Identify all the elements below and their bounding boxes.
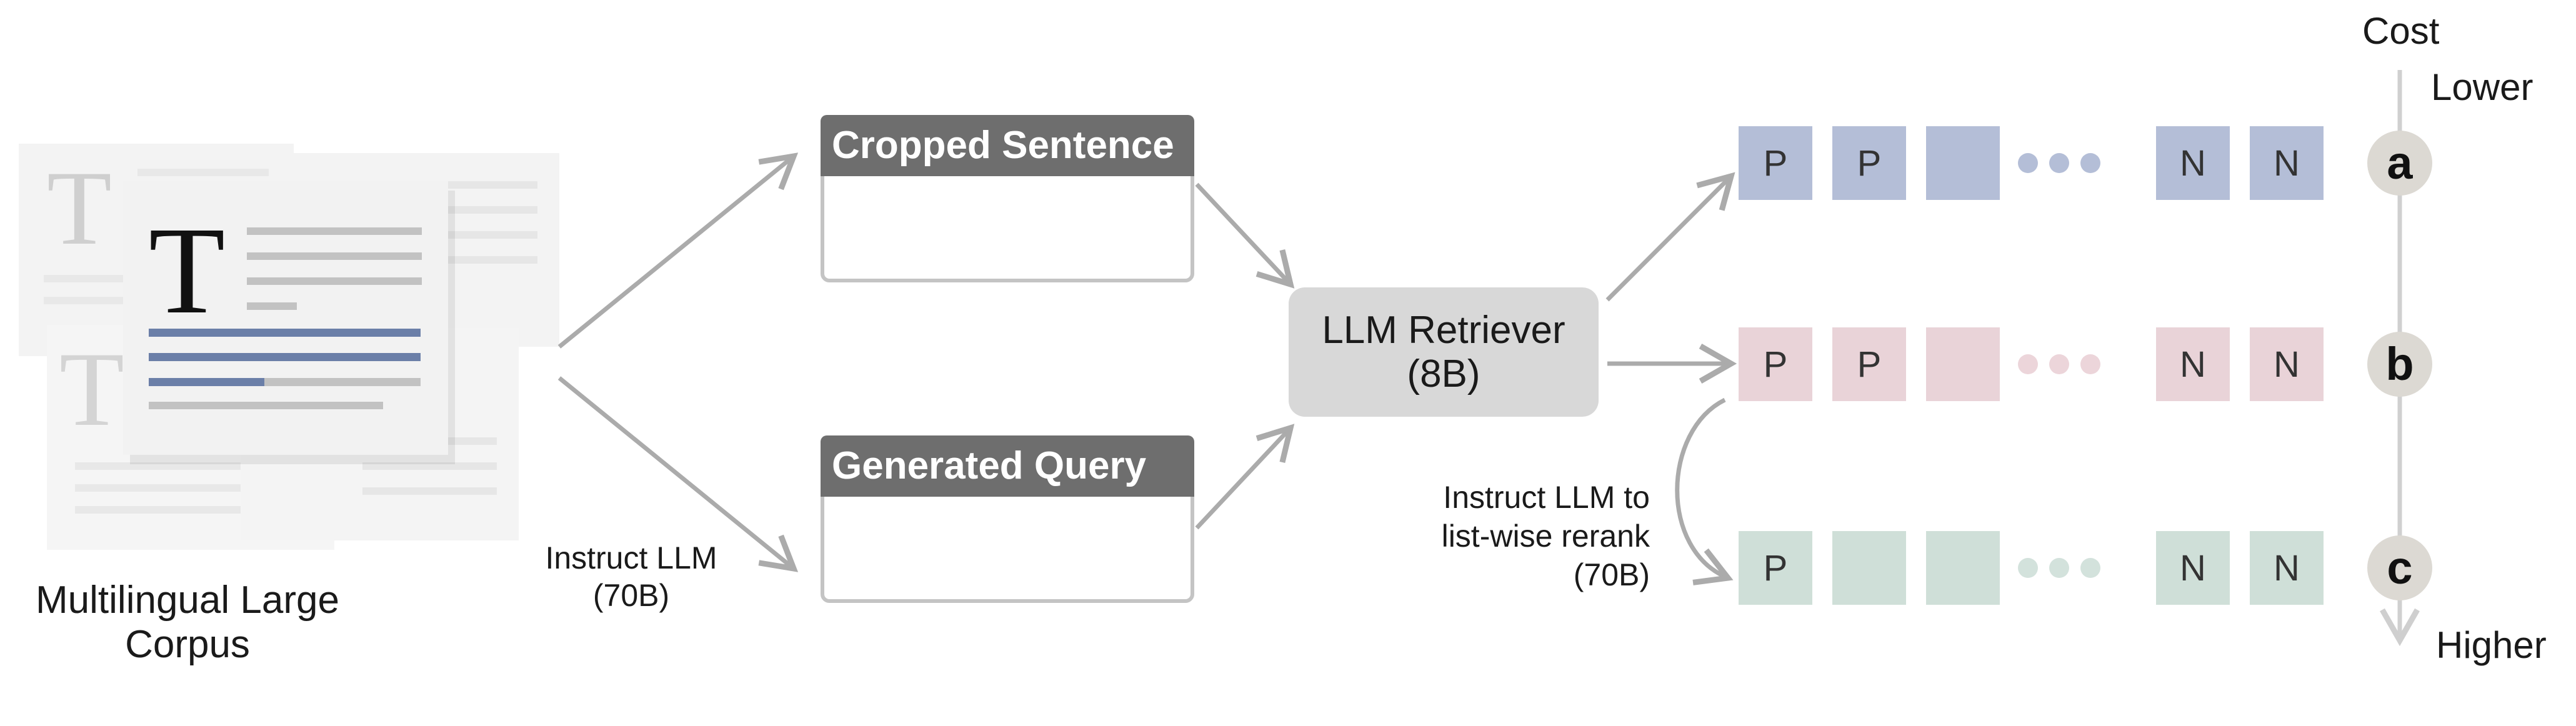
rerank-line3: (70B)	[1573, 557, 1650, 592]
row-b-ellipsis-dot-1	[2049, 354, 2069, 374]
row-a-cell-4-label: N	[2274, 143, 2300, 184]
row-a-ellipsis-dot-0	[2018, 153, 2038, 173]
arrow-row-b-to-row-c	[1675, 397, 1734, 585]
llm-retriever-box: LLM Retriever (8B)	[1289, 287, 1599, 417]
row-b-cell-2	[1926, 327, 2000, 401]
cost-title: Cost	[2362, 10, 2440, 52]
row-b-cell-3	[2156, 327, 2230, 401]
row-a-cell-2	[1926, 126, 2000, 200]
retriever-line2: (8B)	[1407, 352, 1480, 395]
row-b-badge	[2367, 332, 2432, 397]
row-b-cell-0	[1739, 327, 1812, 401]
row-b-ellipsis-dot-0	[2018, 354, 2038, 374]
generated-query-title: Generated Query	[821, 435, 1194, 497]
retriever-line1: LLM Retriever	[1322, 308, 1565, 352]
row-b-letter: b	[2385, 338, 2414, 390]
row-b-ellipsis-dot-2	[2080, 354, 2100, 374]
arrow-cropped-to-retriever	[1195, 182, 1295, 289]
row-a-cell-3-label: N	[2180, 143, 2206, 184]
row-a-cell-3	[2156, 126, 2230, 200]
row-c-cell-2	[1926, 531, 2000, 605]
row-b-cell-4	[2250, 327, 2324, 401]
row-c-badge	[2367, 535, 2432, 600]
instruct-llm-label: Instruct LLM (70B)	[537, 539, 725, 614]
row-a-letter: a	[2387, 137, 2413, 189]
corpus-label: Multilingual Large Corpus	[36, 579, 339, 666]
document-glyph-bottom-left: T	[59, 331, 124, 448]
row-b-cell-1	[1832, 327, 1906, 401]
arrow-corpus-to-cropped	[557, 152, 799, 349]
row-b-cell-3-label: N	[2180, 344, 2206, 385]
arrow-generated-to-retriever	[1195, 424, 1295, 530]
corpus-documents: T T	[19, 144, 559, 550]
row-c-cell-3	[2156, 531, 2230, 605]
row-c-cell-1	[1832, 531, 1906, 605]
document-page-front: T	[123, 181, 455, 464]
row-c-cell-4-label: N	[2274, 548, 2300, 589]
arrow-retriever-to-row-a	[1605, 172, 1735, 302]
arrow-corpus-to-generated	[557, 376, 799, 572]
row-a-cell-1-label: P	[1857, 143, 1882, 184]
instruct-llm-line2: (70B)	[592, 578, 670, 613]
row-a-ellipsis-dot-1	[2049, 153, 2069, 173]
row-b-cell-4-label: N	[2274, 344, 2300, 385]
document-glyph-front: T	[149, 202, 225, 340]
instruct-llm-line1: Instruct LLM	[545, 540, 717, 575]
document-glyph-back-left: T	[47, 149, 112, 267]
row-a-badge	[2367, 131, 2432, 196]
row-b-cell-0-label: P	[1764, 344, 1788, 385]
cost-higher-label: Higher	[2436, 624, 2547, 666]
row-a-cell-0-label: P	[1764, 143, 1788, 184]
row-c-cell-0-label: P	[1764, 548, 1788, 589]
row-c-cell-4	[2250, 531, 2324, 605]
row-c-ellipsis-dot-0	[2018, 558, 2038, 578]
row-c-letter: c	[2387, 542, 2412, 594]
row-a-cell-4	[2250, 126, 2324, 200]
row-c-cell-3-label: N	[2180, 548, 2206, 589]
generated-query-box: Generated Query	[821, 435, 1194, 603]
row-c-ellipsis-dot-1	[2049, 558, 2069, 578]
row-a-cell-1	[1832, 126, 1906, 200]
cropped-sentence-box: Cropped Sentence	[821, 115, 1194, 282]
rerank-line1: Instruct LLM to	[1443, 480, 1650, 515]
row-b-cell-1-label: P	[1857, 344, 1882, 385]
rerank-line2: list-wise rerank	[1441, 519, 1650, 554]
row-a-cell-0	[1739, 126, 1812, 200]
cropped-sentence-title: Cropped Sentence	[821, 115, 1194, 176]
rerank-label: Instruct LLM to list-wise rerank (70B)	[1381, 478, 1650, 594]
row-c-cell-0	[1739, 531, 1812, 605]
row-c-ellipsis-dot-2	[2080, 558, 2100, 578]
cost-lower-label: Lower	[2431, 66, 2534, 108]
row-a-ellipsis-dot-2	[2080, 153, 2100, 173]
